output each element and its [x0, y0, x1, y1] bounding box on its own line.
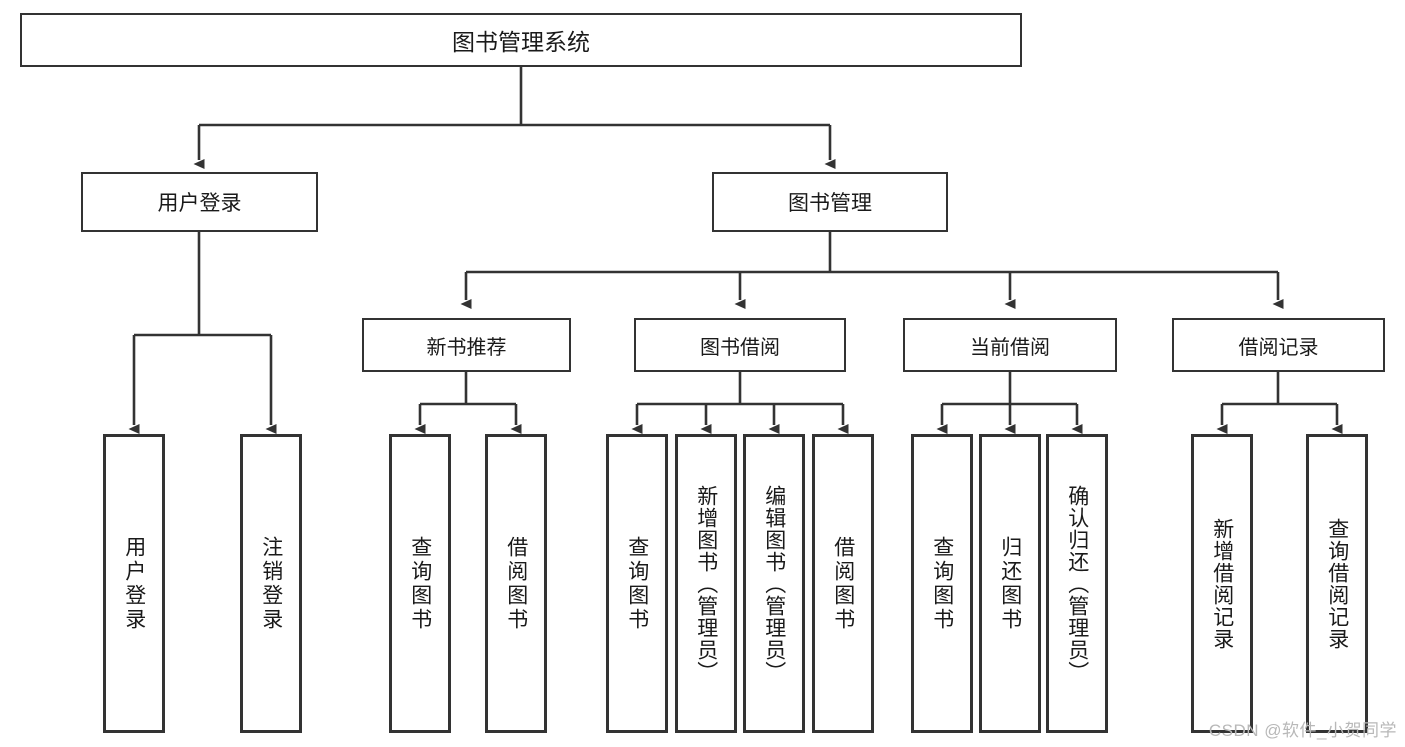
node-borrow-record[interactable]: 借阅记录 — [1172, 318, 1385, 372]
leaf-confirm-return-admin[interactable]: 确认归还（管理员） — [1046, 434, 1108, 733]
node-new-book-recommend-label: 新书推荐 — [426, 336, 507, 359]
node-root-label: 图书管理系统 — [452, 29, 590, 55]
leaf-logout-label: 注销登录 — [259, 535, 283, 632]
leaf-query-book-current[interactable]: 查询图书 — [911, 434, 973, 733]
leaf-add-book-admin[interactable]: 新增图书（管理员） — [675, 434, 737, 733]
leaf-logout[interactable]: 注销登录 — [240, 434, 302, 733]
leaf-query-book-current-label: 查询图书 — [930, 535, 954, 632]
leaf-confirm-return-admin-label: 确认归还（管理员） — [1065, 484, 1089, 683]
leaf-query-book-borrow-label: 查询图书 — [625, 535, 649, 632]
leaf-edit-book-admin[interactable]: 编辑图书（管理员） — [743, 434, 805, 733]
leaf-user-login[interactable]: 用户登录 — [103, 434, 165, 733]
leaf-query-book-borrow[interactable]: 查询图书 — [606, 434, 668, 733]
node-book-borrow-label: 图书借阅 — [700, 336, 780, 359]
leaf-add-book-admin-label: 新增图书（管理员） — [694, 484, 718, 683]
node-user-login[interactable]: 用户登录 — [81, 172, 318, 232]
leaf-query-book-recommend[interactable]: 查询图书 — [389, 434, 451, 733]
node-user-login-label: 用户登录 — [157, 192, 242, 215]
node-root-system[interactable]: 图书管理系统 — [20, 13, 1022, 67]
leaf-return-book[interactable]: 归还图书 — [979, 434, 1041, 733]
node-book-management[interactable]: 图书管理 — [712, 172, 948, 232]
node-book-borrow[interactable]: 图书借阅 — [634, 318, 846, 372]
leaf-query-borrow-record-label: 查询借阅记录 — [1325, 517, 1349, 650]
leaf-borrow-book-label: 借阅图书 — [831, 535, 855, 632]
leaf-borrow-book-recommend[interactable]: 借阅图书 — [485, 434, 547, 733]
leaf-borrow-book[interactable]: 借阅图书 — [812, 434, 874, 733]
leaf-edit-book-admin-label: 编辑图书（管理员） — [762, 484, 786, 683]
leaf-query-borrow-record[interactable]: 查询借阅记录 — [1306, 434, 1368, 733]
csdn-watermark: CSDN @软件_小贺同学 — [1208, 721, 1397, 740]
leaf-borrow-book-recommend-label: 借阅图书 — [504, 535, 528, 632]
leaf-add-borrow-record-label: 新增借阅记录 — [1210, 517, 1234, 650]
node-current-borrow[interactable]: 当前借阅 — [903, 318, 1117, 372]
leaf-query-book-recommend-label: 查询图书 — [408, 535, 432, 632]
leaf-return-book-label: 归还图书 — [998, 535, 1022, 632]
leaf-add-borrow-record[interactable]: 新增借阅记录 — [1191, 434, 1253, 733]
node-borrow-record-label: 借阅记录 — [1238, 336, 1319, 359]
node-current-borrow-label: 当前借阅 — [970, 336, 1050, 359]
node-new-book-recommend[interactable]: 新书推荐 — [362, 318, 571, 372]
node-book-management-label: 图书管理 — [788, 192, 872, 215]
leaf-user-login-label: 用户登录 — [122, 535, 146, 632]
